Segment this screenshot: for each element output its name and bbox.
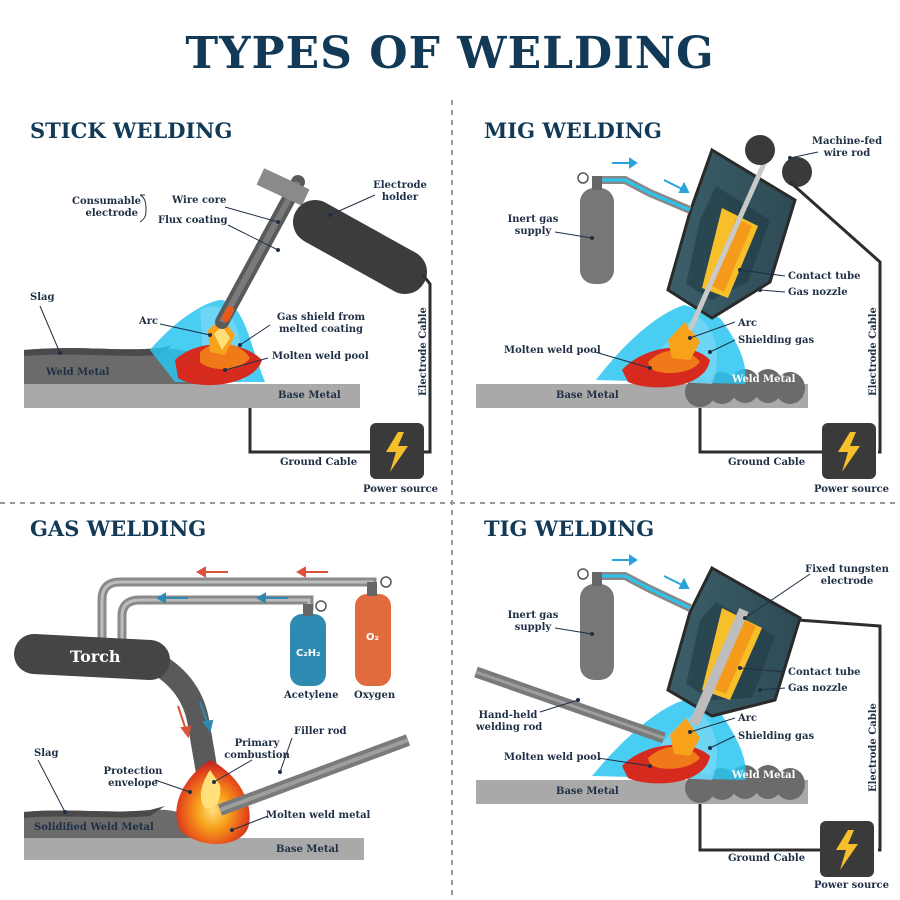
mig-power-source-label: Power source <box>814 484 889 495</box>
stick-ground-cable-label: Ground Cable <box>280 457 358 468</box>
stick-lightning-icon <box>386 432 408 472</box>
gas-torch <box>14 634 170 680</box>
tig-hand-held-rod-label: Hand-held welding rod <box>476 710 543 733</box>
mig-arc-label: Arc <box>738 318 758 329</box>
mig-ground-cable-label: Ground Cable <box>728 457 806 468</box>
mig-inert-gas-label: Inert gas supply <box>507 214 559 237</box>
stick-molten-weld-pool-label: Molten weld pool <box>272 351 369 362</box>
tig-inert-gas-label: Inert gas supply <box>507 610 559 633</box>
mig-base-metal-label: Base Metal <box>556 390 619 401</box>
stick-arc-label: Arc <box>139 316 159 327</box>
stick-ground-cable <box>248 408 375 454</box>
mig-gas-cylinder <box>580 188 614 284</box>
tig-arc-label: Arc <box>738 713 758 724</box>
gas-torch-label: Torch <box>70 647 121 666</box>
tig-gas-cylinder <box>580 584 614 680</box>
gas-acetylene-arrows <box>155 592 288 604</box>
mig-molten-weld-pool-label: Molten weld pool <box>504 345 601 356</box>
stick-title: STICK WELDING <box>30 118 233 143</box>
gas-slag-label: Slag <box>34 748 59 759</box>
gas-acetylene-hose <box>117 595 314 640</box>
tig-ground-cable-label: Ground Cable <box>728 853 806 864</box>
mig-contact-tube-label: Contact tube <box>788 271 861 282</box>
stick-slag-label: Slag <box>30 292 55 303</box>
tig-weld-metal-label: Weld Metal <box>732 770 796 781</box>
gas-solidified-weld-metal-label: Solidified Weld Metal <box>34 822 154 833</box>
mig-roller-right <box>782 157 812 187</box>
mig-electrode-cable <box>789 180 882 454</box>
mig-machine-fed-label: Machine-fed wire rod <box>811 136 883 159</box>
gas-filler-rod-label: Filler rod <box>294 726 347 737</box>
gas-welding-diagram <box>14 566 411 860</box>
gas-base-metal-label: Base Metal <box>276 844 339 855</box>
tig-power-source-label: Power source <box>814 880 889 891</box>
stick-gas-shield-label: Gas shield from melted coating <box>276 312 366 335</box>
stick-weld-metal-label: Weld Metal <box>46 367 110 378</box>
mig-lightning-icon <box>838 432 860 472</box>
mig-gas-nozzle-label: Gas nozzle <box>788 287 848 298</box>
tig-shielding-gas-label: Shielding gas <box>738 731 815 742</box>
mig-weld-metal-label: Weld Metal <box>732 374 796 385</box>
oxygen-label: Oxygen <box>354 690 396 701</box>
tig-gas-flow-arrows <box>612 554 690 589</box>
mig-title: MIG WELDING <box>484 118 662 143</box>
stick-electrode-holder <box>293 200 427 294</box>
oxygen-formula: O₂ <box>366 632 379 643</box>
mig-roller-left <box>745 135 775 165</box>
oxygen-cylinder <box>355 594 391 686</box>
gas-primary-combustion <box>200 770 221 809</box>
stick-consumable-electrode-label: Consumable electrode <box>72 196 142 219</box>
acetylene-formula: C₂H₂ <box>296 648 321 659</box>
tig-welding-diagram <box>474 554 882 877</box>
tig-electrode-cable <box>797 618 882 852</box>
tig-fixed-tungsten-label: Fixed tungsten electrode <box>805 564 889 587</box>
stick-electrode-holder-label: Electrode holder <box>373 180 427 203</box>
mig-arc <box>668 322 700 360</box>
mig-gas-flow-arrows <box>612 157 690 193</box>
page-title: TYPES OF WELDING <box>185 28 715 79</box>
tig-contact-tube-label: Contact tube <box>788 667 861 678</box>
gas-oxygen-arrows <box>195 566 328 578</box>
stick-base-metal-label: Base Metal <box>278 390 341 401</box>
mig-weld-metal <box>685 369 805 407</box>
tig-lightning-icon <box>836 830 858 870</box>
acetylene-cylinder <box>290 614 326 686</box>
stick-electrode-cable-label: Electrode Cable <box>418 307 429 396</box>
tig-ground-cable <box>698 804 822 852</box>
tig-electrode-cable-label: Electrode Cable <box>868 703 879 792</box>
gas-oxygen-hose <box>97 577 377 640</box>
mig-shielding-gas-label: Shielding gas <box>738 335 815 346</box>
tig-molten-weld-pool-label: Molten weld pool <box>504 752 601 763</box>
stick-base-metal <box>24 384 360 408</box>
stick-welding-diagram <box>24 168 432 479</box>
gas-base-metal <box>24 838 364 860</box>
mig-wire <box>687 148 773 332</box>
gas-protection-envelope-label: Protection envelope <box>103 766 163 789</box>
tig-base-metal-label: Base Metal <box>556 786 619 797</box>
gas-solidified-weld <box>24 809 205 838</box>
mig-ground-cable <box>698 408 825 454</box>
stick-flux-coating-label: Flux coating <box>158 215 228 226</box>
stick-clamp <box>256 168 310 206</box>
tig-gas-nozzle-label: Gas nozzle <box>788 683 848 694</box>
tig-tungsten-electrode <box>689 607 749 727</box>
gas-molten-weld-metal-label: Molten weld metal <box>266 810 371 821</box>
gas-primary-combustion-label: Primary combustion <box>224 738 290 761</box>
tig-arc <box>670 718 700 756</box>
stick-wire-core-label: Wire core <box>172 195 227 206</box>
mig-electrode-cable-label: Electrode Cable <box>868 307 879 396</box>
gas-title: GAS WELDING <box>30 516 207 541</box>
stick-power-source-label: Power source <box>363 484 438 495</box>
mig-welding-diagram <box>476 135 882 479</box>
tig-title: TIG WELDING <box>484 516 655 541</box>
acetylene-label: Acetylene <box>284 690 339 701</box>
